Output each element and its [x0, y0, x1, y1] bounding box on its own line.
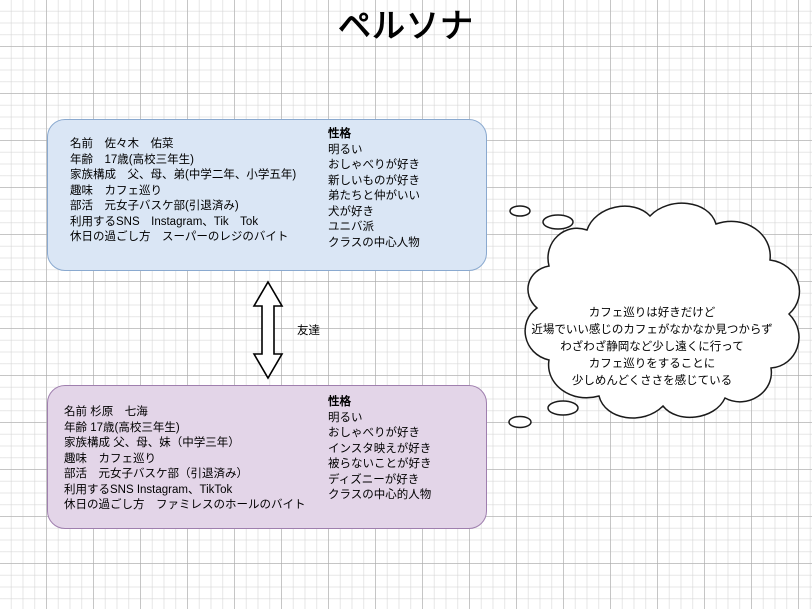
persona-2-trait-2: おしゃべりが好き: [328, 427, 420, 439]
persona-2-attr-sns: 利用するSNS Instagram、TikTok: [64, 483, 233, 496]
persona-2-attr-holiday: 休日の過ごし方 ファミレスのホールのバイト: [64, 499, 306, 511]
persona-1-attr-club: 部活 元女子バスケ部(引退済み): [70, 200, 239, 212]
persona-2-attr-club: 部活 元女子バスケ部（引退済み）: [64, 468, 248, 480]
persona-1-attr-hobby: 趣味 カフェ巡り: [70, 184, 162, 197]
thought-line-3: わざわざ静岡など少し遠くに行って: [560, 341, 744, 353]
persona-card-1[interactable]: 名前 佐々木 佑菜 年齢 17歳(高校三年生) 家族構成 父、母、弟(中学二年、…: [47, 119, 487, 271]
thought-cloud-text: カフェ巡りは好きだけど 近場でいい感じのカフェがなかなか見つからず わざわざ静岡…: [512, 305, 792, 390]
persona-1-attr-sns: 利用するSNS Instagram、Tik Tok: [70, 215, 259, 228]
persona-1-trait-5: 犬が好き: [328, 205, 374, 218]
persona-1-trait-4: 弟たちと仲がいい: [328, 190, 420, 202]
thought-bubble-icon: [508, 202, 801, 429]
connector-label: 友達: [297, 325, 320, 337]
persona-card-2[interactable]: 名前 杉原 七海 年齢 17歳(高校三年生) 家族構成 父、母、妹（中学三年） …: [47, 385, 487, 529]
persona-2-trait-3: インスタ映えが好き: [328, 442, 432, 455]
thought-line-2: 近場でいい感じのカフェがなかなか見つからず: [531, 324, 773, 336]
persona-2-trait-5: ディズニーが好き: [328, 473, 420, 486]
page-title: ペルソナ: [338, 7, 474, 44]
persona-1-attr-holiday: 休日の過ごし方 スーパーのレジのバイト: [70, 231, 289, 243]
persona-2-trait-4: 被らないことが好き: [328, 458, 432, 470]
persona-1-attributes: 名前 佐々木 佑菜 年齢 17歳(高校三年生) 家族構成 父、母、弟(中学二年、…: [48, 120, 326, 270]
persona-2-attributes: 名前 杉原 七海 年齢 17歳(高校三年生) 家族構成 父、母、妹（中学三年） …: [48, 386, 326, 528]
persona-1-traits-heading: 性格: [328, 128, 351, 140]
persona-2-trait-6: クラスの中心的人物: [328, 489, 432, 501]
persona-2-attr-age: 年齢 17歳(高校三年生): [64, 421, 180, 434]
persona-2-attr-hobby: 趣味 カフェ巡り: [64, 452, 156, 465]
persona-1-attr-family: 家族構成 父、母、弟(中学二年、小学五年): [70, 169, 297, 181]
persona-2-trait-1: 明るい: [328, 411, 363, 424]
persona-1-attr-age: 年齢 17歳(高校三年生): [70, 153, 194, 166]
persona-1-traits: 性格 明るい おしゃべりが好き 新しいものが好き 弟たちと仲がいい 犬が好き ユ…: [326, 120, 420, 270]
persona-2-attr-name: 名前 杉原 七海: [64, 406, 148, 418]
persona-1-trait-3: 新しいものが好き: [328, 174, 420, 187]
persona-1-trait-2: おしゃべりが好き: [328, 159, 420, 171]
thought-line-1: カフェ巡りは好きだけど: [588, 307, 716, 319]
double-headed-arrow-icon: [252, 280, 284, 380]
persona-2-traits-heading: 性格: [328, 396, 351, 408]
persona-2-traits: 性格 明るい おしゃべりが好き インスタ映えが好き 被らないことが好き ディズニ…: [326, 386, 432, 528]
persona-1-attr-name: 名前 佐々木 佑菜: [70, 138, 174, 150]
thought-line-5: 少しめんどくささを感じている: [571, 375, 733, 387]
persona-1-trait-7: クラスの中心人物: [328, 236, 420, 249]
thought-line-4: カフェ巡りをすることに: [588, 358, 716, 370]
persona-1-trait-1: 明るい: [328, 143, 363, 156]
persona-2-attr-family: 家族構成 父、母、妹（中学三年）: [64, 437, 240, 449]
persona-1-trait-6: ユニバ派: [328, 221, 374, 233]
